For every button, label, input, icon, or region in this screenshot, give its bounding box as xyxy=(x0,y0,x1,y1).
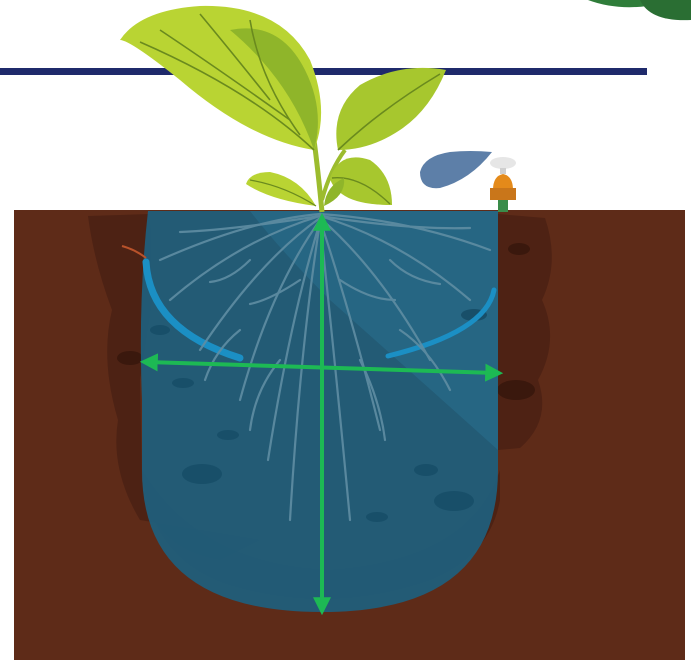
header-rule-line xyxy=(0,68,647,75)
